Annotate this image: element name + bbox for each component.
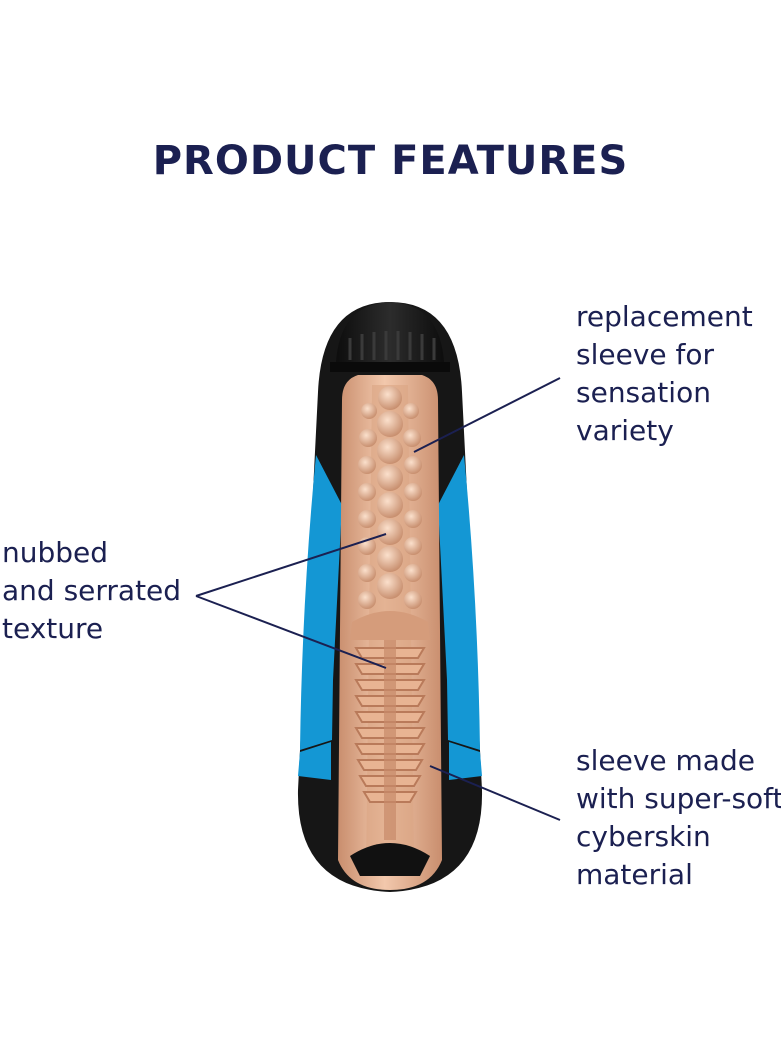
callout-line-text: sleeve made — [576, 744, 755, 777]
callout-line-material — [429, 765, 561, 821]
callout-line-text: replacement — [576, 300, 753, 333]
callout-line-text: cyberskin — [576, 820, 711, 853]
callout-line-texture-upper — [195, 533, 387, 597]
callout-material: sleeve made with super-soft cyberskin ma… — [576, 742, 781, 894]
callout-line-text: nubbed — [2, 536, 109, 569]
callout-texture: nubbed and serrated texture — [2, 534, 181, 648]
callout-line-text: material — [576, 858, 693, 891]
callout-line-replacement — [413, 377, 561, 453]
callout-line-text: and serrated — [2, 574, 182, 607]
page-title: PRODUCT FEATURES — [152, 138, 629, 184]
callout-line-text: variety — [576, 414, 674, 447]
callout-line-text: sleeve for — [576, 338, 715, 371]
callout-replacement-sleeve: replacement sleeve for sensation variety — [576, 298, 753, 450]
top-cap — [330, 302, 450, 372]
sleeve-cutaway — [338, 375, 442, 890]
callout-line-text: sensation — [576, 376, 711, 409]
callout-line-text: with super-soft — [576, 782, 781, 815]
callout-line-texture-lower — [195, 595, 387, 669]
callout-line-text: texture — [2, 612, 104, 645]
